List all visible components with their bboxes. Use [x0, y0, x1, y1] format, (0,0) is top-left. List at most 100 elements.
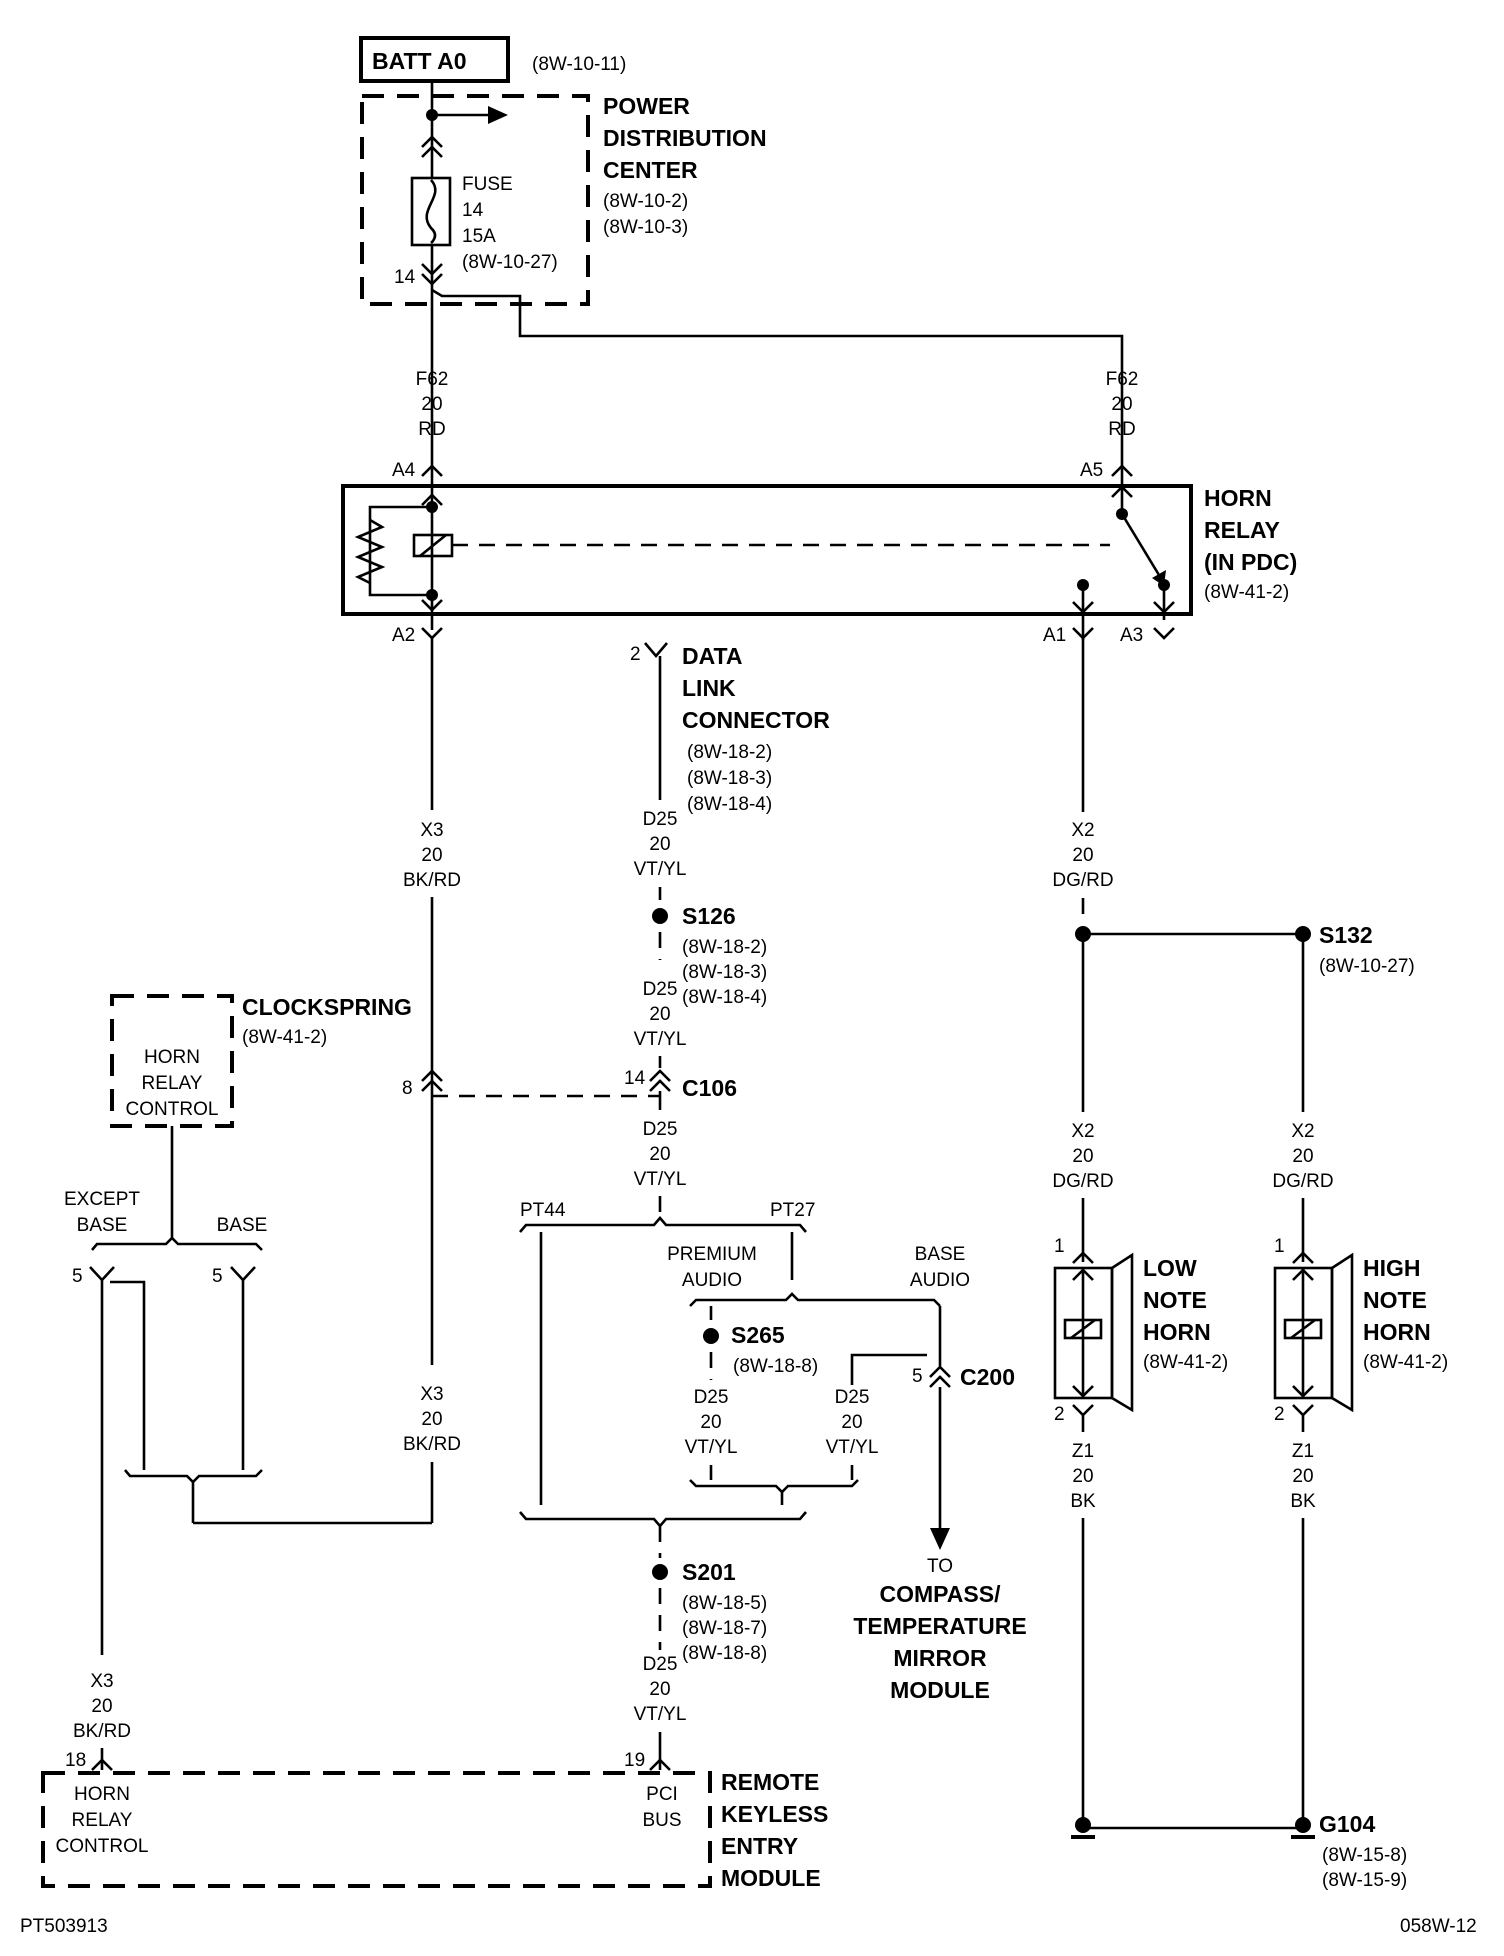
svg-text:VT/YL: VT/YL	[634, 859, 687, 880]
svg-text:AUDIO: AUDIO	[682, 1270, 742, 1291]
svg-text:TEMPERATURE: TEMPERATURE	[853, 1613, 1026, 1639]
g104-refs: (8W-15-8) (8W-15-9)	[1322, 1845, 1407, 1891]
svg-text:HIGH: HIGH	[1363, 1255, 1421, 1281]
svg-text:20: 20	[649, 1144, 670, 1165]
svg-text:RD: RD	[1108, 419, 1135, 440]
horn-relay-box	[341, 484, 1193, 616]
svg-text:NOTE: NOTE	[1363, 1287, 1427, 1313]
d25-label-e: D25 20 VT/YL	[826, 1387, 879, 1458]
x3-top-label: X3 20 BK/RD	[403, 820, 461, 891]
s265-label: S265	[731, 1322, 785, 1348]
g104-ground-left-icon	[1071, 1817, 1095, 1839]
svg-text:X2: X2	[1291, 1121, 1314, 1142]
svg-text:D25: D25	[835, 1387, 870, 1408]
svg-text:(8W-10-3): (8W-10-3)	[603, 217, 688, 238]
svg-text:X3: X3	[420, 1384, 443, 1405]
relay-switch-arm	[1120, 513, 1164, 581]
svg-text:(8W-15-8): (8W-15-8)	[1322, 1845, 1407, 1866]
svg-text:20: 20	[421, 845, 442, 866]
svg-text:VT/YL: VT/YL	[634, 1029, 687, 1050]
s126-refs: (8W-18-2) (8W-18-3) (8W-18-4)	[682, 937, 767, 1008]
svg-text:DISTRIBUTION: DISTRIBUTION	[603, 125, 767, 151]
svg-text:2: 2	[1274, 1404, 1285, 1425]
svg-text:18: 18	[65, 1750, 86, 1771]
svg-text:REMOTE: REMOTE	[721, 1769, 819, 1795]
svg-text:HORN: HORN	[1363, 1319, 1431, 1345]
svg-text:20: 20	[1072, 1466, 1093, 1487]
high-note-horn-icon	[1273, 1252, 1354, 1413]
svg-text:14: 14	[462, 200, 484, 221]
svg-text:F62: F62	[416, 369, 449, 390]
svg-text:BASE: BASE	[915, 1244, 966, 1265]
g104-label: G104	[1319, 1811, 1375, 1837]
svg-text:AUDIO: AUDIO	[910, 1270, 970, 1291]
svg-text:(8W-15-9): (8W-15-9)	[1322, 1870, 1407, 1891]
pdc-boundary	[360, 94, 590, 306]
svg-text:8: 8	[402, 1078, 413, 1099]
svg-text:A5: A5	[1080, 460, 1103, 481]
svg-text:FUSE: FUSE	[462, 174, 513, 195]
base-audio-label: BASE AUDIO	[910, 1244, 970, 1291]
svg-text:VT/YL: VT/YL	[634, 1704, 687, 1725]
svg-text:X3: X3	[90, 1671, 113, 1692]
svg-text:20: 20	[1292, 1466, 1313, 1487]
svg-text:VT/YL: VT/YL	[634, 1169, 687, 1190]
c200-label: C200	[960, 1364, 1015, 1390]
fuse-label: FUSE 14 15A (8W-10-27)	[462, 174, 558, 273]
svg-text:CENTER: CENTER	[603, 157, 698, 183]
s265-ref: (8W-18-8)	[733, 1356, 818, 1377]
clockspring-title: CLOCKSPRING	[242, 994, 412, 1020]
svg-text:EXCEPT: EXCEPT	[64, 1189, 140, 1210]
svg-text:D25: D25	[643, 809, 678, 830]
footer-left-code: PT503913	[20, 1916, 108, 1937]
except-base-brace	[91, 1236, 263, 1251]
svg-text:20: 20	[1111, 394, 1132, 415]
wire-f62-right	[431, 288, 1124, 462]
svg-text:LOW: LOW	[1143, 1255, 1197, 1281]
svg-text:15A: 15A	[462, 226, 496, 247]
svg-text:CONTROL: CONTROL	[56, 1836, 149, 1857]
f62-right-label: F62 20 RD	[1106, 369, 1139, 440]
svg-text:(8W-18-8): (8W-18-8)	[682, 1643, 767, 1664]
s126-label: S126	[682, 903, 736, 929]
pin19-connector	[649, 1758, 671, 1771]
svg-text:BK/RD: BK/RD	[403, 870, 461, 891]
high-note-horn-title: HIGH NOTE HORN (8W-41-2)	[1363, 1255, 1448, 1373]
rke-pci-bus: PCI BUS	[642, 1784, 681, 1831]
d25-label-c: D25 20 VT/YL	[634, 1119, 687, 1190]
svg-text:HORN: HORN	[144, 1047, 200, 1068]
x3-mid-label: X3 20 BK/RD	[403, 1384, 461, 1455]
svg-text:(8W-18-7): (8W-18-7)	[682, 1618, 767, 1639]
svg-text:(8W-18-3): (8W-18-3)	[682, 962, 767, 983]
svg-text:DG/RD: DG/RD	[1052, 1171, 1113, 1192]
svg-text:14: 14	[624, 1068, 646, 1089]
compass-module-label: COMPASS/ TEMPERATURE MIRROR MODULE	[853, 1581, 1026, 1703]
base-label: BASE	[217, 1215, 268, 1236]
svg-text:D25: D25	[643, 1119, 678, 1140]
svg-text:20: 20	[91, 1696, 112, 1717]
footer-right-code: 058W-12	[1400, 1916, 1477, 1937]
svg-text:RELAY: RELAY	[72, 1810, 133, 1831]
f62-left-label: F62 20 RD	[416, 369, 449, 440]
svg-text:(8W-41-2): (8W-41-2)	[1363, 1352, 1448, 1373]
batt-a0-label: BATT A0	[372, 48, 467, 74]
dlc-title: DATA LINK CONNECTOR (8W-18-2) (8W-18-3) …	[682, 643, 830, 815]
pin18-connector	[91, 1758, 113, 1771]
svg-text:20: 20	[649, 1679, 670, 1700]
c106-label: C106	[682, 1075, 737, 1101]
svg-text:KEYLESS: KEYLESS	[721, 1801, 828, 1827]
svg-text:20: 20	[649, 1004, 670, 1025]
pt44-label: PT44	[520, 1200, 566, 1221]
svg-text:DG/RD: DG/RD	[1052, 870, 1113, 891]
svg-text:D25: D25	[643, 979, 678, 1000]
svg-text:BK: BK	[1070, 1491, 1096, 1512]
svg-text:RELAY: RELAY	[1204, 517, 1280, 543]
svg-text:NOTE: NOTE	[1143, 1287, 1207, 1313]
svg-text:X2: X2	[1071, 820, 1094, 841]
svg-text:(8W-18-2): (8W-18-2)	[682, 937, 767, 958]
svg-text:POWER: POWER	[603, 93, 690, 119]
svg-text:BASE: BASE	[77, 1215, 128, 1236]
svg-text:20: 20	[1072, 845, 1093, 866]
svg-text:HORN: HORN	[74, 1784, 130, 1805]
rke-title: REMOTE KEYLESS ENTRY MODULE	[721, 1769, 828, 1891]
